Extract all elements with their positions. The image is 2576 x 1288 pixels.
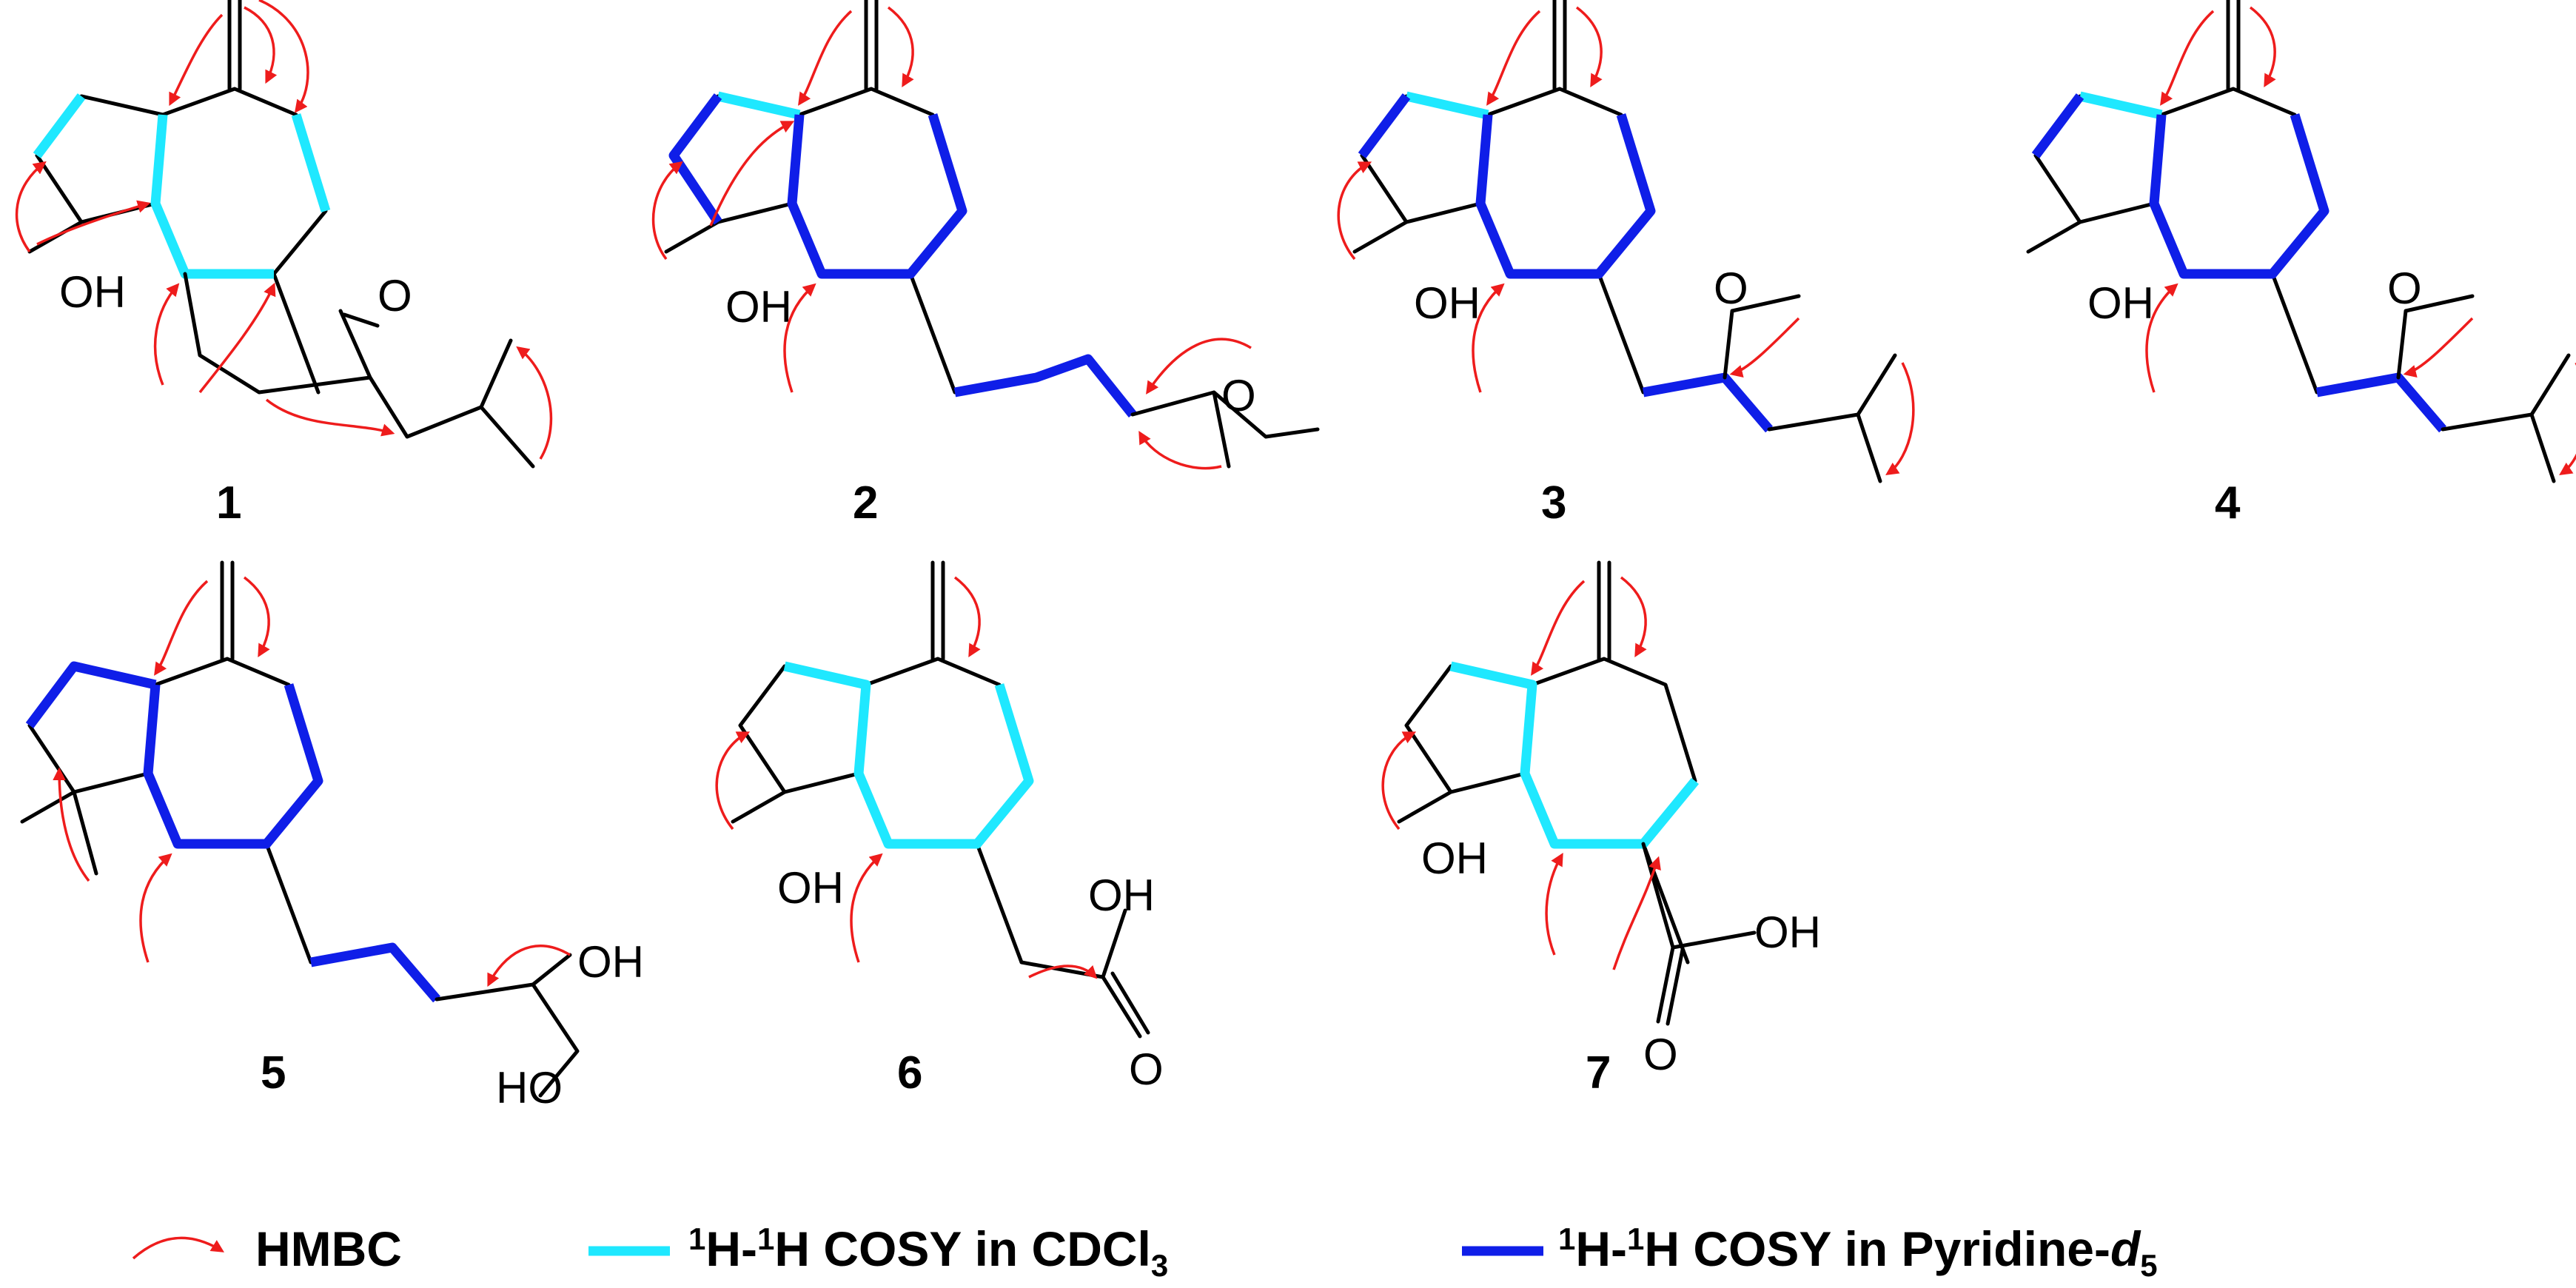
atom-label: OH [59, 267, 126, 317]
cosy-pyridine-bond [953, 354, 1137, 418]
hmbc-arrow [1612, 856, 1661, 970]
hmbc-arrow [651, 161, 683, 261]
cosy-pyridine-bond [25, 661, 323, 849]
hmbc-arrow [1381, 731, 1417, 831]
compound-1: OH O [15, 0, 553, 469]
atom-label: OH [1414, 278, 1480, 328]
hmbc-arrow [1575, 6, 1603, 88]
compound-label: 1 [216, 477, 241, 529]
compound-7: OH OH O [1381, 563, 1821, 1079]
atom-label: O [1221, 371, 1256, 420]
hmbc-arrow [265, 398, 395, 437]
atom-label: O [1129, 1044, 1164, 1094]
hmbc-arrow [783, 283, 816, 393]
hmbc-arrow [1486, 10, 1541, 106]
hmbc-arrow [139, 853, 172, 963]
cosy-pyridine-bond [668, 93, 967, 279]
atom-label: O [1714, 264, 1748, 313]
hmbc-arrow [198, 282, 276, 394]
hmbc-arrow [1472, 283, 1505, 393]
hmbc-arrow [1729, 317, 1800, 378]
cosy-pyridine-legend-label: 1H-1H COSY in Pyridine-d5 [1558, 1221, 2158, 1283]
hmbc-arrow [244, 6, 278, 84]
hmbc-arrow [2249, 6, 2276, 88]
cosy-cdcl3-bond [783, 661, 1034, 849]
atom-label: OH [2087, 278, 2154, 328]
cosy-cdcl3-bond [717, 91, 801, 120]
cosy-cdcl3-bond [2079, 91, 2163, 120]
atom-label: O [2387, 264, 2422, 313]
compound-2: OH O [651, 0, 1320, 470]
compound-label: 4 [2215, 477, 2241, 529]
cosy-cdcl3-bond [1449, 661, 1700, 849]
atom-label: OH [777, 863, 844, 913]
hmbc-arrow [2160, 10, 2215, 106]
legend: HMBC 1H-1H COSY in CDCl3 1H-1H COSY in P… [132, 1221, 2158, 1283]
compound-5: OH HO [22, 563, 644, 1113]
hmbc-arrow [2145, 283, 2178, 393]
hmbc-arrow [36, 200, 151, 246]
compound-6: OH OH O [715, 563, 1164, 1094]
hmbc-arrow [2403, 317, 2474, 378]
hmbc-arrow [1531, 580, 1586, 676]
hmbc-arrow [953, 576, 981, 658]
compound-label: 6 [897, 1047, 922, 1099]
hmbc-arrow [715, 731, 751, 831]
hmbc-legend-label: HMBC [255, 1221, 402, 1276]
hmbc-arrow [53, 767, 90, 882]
compound-label: 7 [1586, 1047, 1611, 1099]
compound-3: OH O [1337, 0, 1915, 483]
hmbc-arrow [1146, 338, 1252, 395]
atom-label: O [378, 271, 412, 321]
hmbc-arrow [169, 13, 224, 107]
hmbc-arrow [1138, 430, 1222, 470]
hmbc-arrow [15, 161, 47, 253]
compound-label: 5 [261, 1047, 286, 1099]
hmbc-arrow [2559, 363, 2576, 475]
atom-label: OH [577, 937, 644, 987]
atom-label: OH [1754, 908, 1821, 957]
hmbc-arrow [1885, 362, 1915, 475]
hmbc-arrow [1028, 965, 1098, 979]
compound-label: 2 [853, 477, 878, 529]
hmbc-arrow [516, 346, 553, 460]
hmbc-arrow [1620, 576, 1647, 658]
cosy-pyridine-bond [2031, 93, 2330, 279]
compound-label: 3 [1541, 477, 1566, 529]
hmbc-arrow [887, 6, 914, 88]
cosy-pyridine-bond [1358, 93, 1656, 279]
hmbc-arrow [1545, 852, 1563, 956]
hmbc-arrow [258, 0, 309, 113]
hmbc-arrow [709, 121, 795, 227]
cosy-cdcl3-legend-label: 1H-1H COSY in CDCl3 [688, 1221, 1168, 1283]
atom-label: OH [1088, 871, 1155, 920]
cosy-pyridine-bond [1642, 372, 1773, 433]
hmbc-arrow [487, 945, 571, 987]
cosy-pyridine-bond [2315, 372, 2446, 433]
hmbc-arrow [798, 10, 853, 106]
cosy-cdcl3-bond [1405, 91, 1489, 120]
hmbc-legend-arrow [132, 1236, 224, 1260]
atom-label: O [1643, 1030, 1678, 1079]
hmbc-arrow [153, 283, 180, 386]
hmbc-arrow [243, 576, 270, 658]
atom-label: OH [1421, 833, 1488, 883]
cosy-pyridine-bond [309, 942, 440, 1003]
compound-4: OH O [2028, 0, 2576, 483]
atom-label: OH [725, 282, 792, 332]
atom-label: HO [496, 1063, 563, 1113]
hmbc-arrow [1337, 161, 1372, 261]
hmbc-arrow [850, 853, 883, 963]
hmbc-arrow [154, 580, 209, 676]
cosy-cdcl3-bond [33, 93, 331, 279]
